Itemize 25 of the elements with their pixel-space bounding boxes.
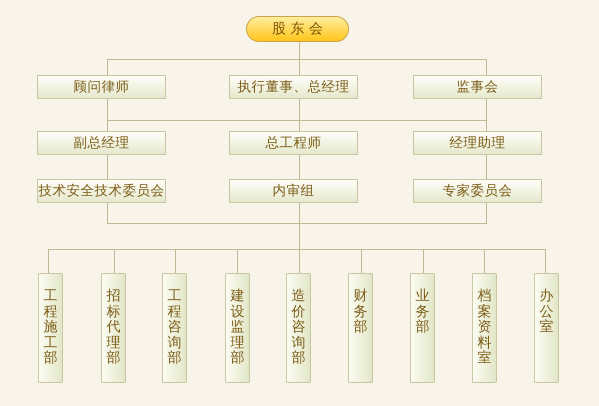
connector-line [486, 154, 487, 180]
position-box: 专家委员会 [413, 179, 542, 203]
department-box: 档案资料室 [472, 273, 497, 383]
position-box: 经理助理 [413, 131, 542, 155]
position-box: 副总经理 [37, 131, 166, 155]
connector-line [48, 202, 546, 274]
connector-line [107, 42, 487, 76]
department-box: 造价咨询部 [286, 273, 311, 383]
department-box: 财务部 [348, 273, 373, 383]
position-box: 监事会 [413, 75, 542, 99]
position-box: 技术安全技术委员会 [37, 179, 166, 203]
department-box: 招标代理部 [101, 273, 126, 383]
department-box: 业务部 [410, 273, 435, 383]
position-box: 总工程师 [229, 131, 358, 155]
position-box: 顾问律师 [37, 75, 166, 99]
department-box: 办公室 [534, 273, 559, 383]
department-box: 工程咨询部 [162, 273, 187, 383]
department-box: 建设监理部 [225, 273, 250, 383]
department-box: 工程施工部 [38, 273, 63, 383]
board-box: 股 东 会 [246, 16, 349, 42]
position-box: 执行董事、总经理 [229, 75, 358, 99]
position-box: 内审组 [229, 179, 358, 203]
connector-line [107, 98, 487, 132]
connector-line [299, 154, 300, 180]
connector-line [107, 154, 108, 180]
